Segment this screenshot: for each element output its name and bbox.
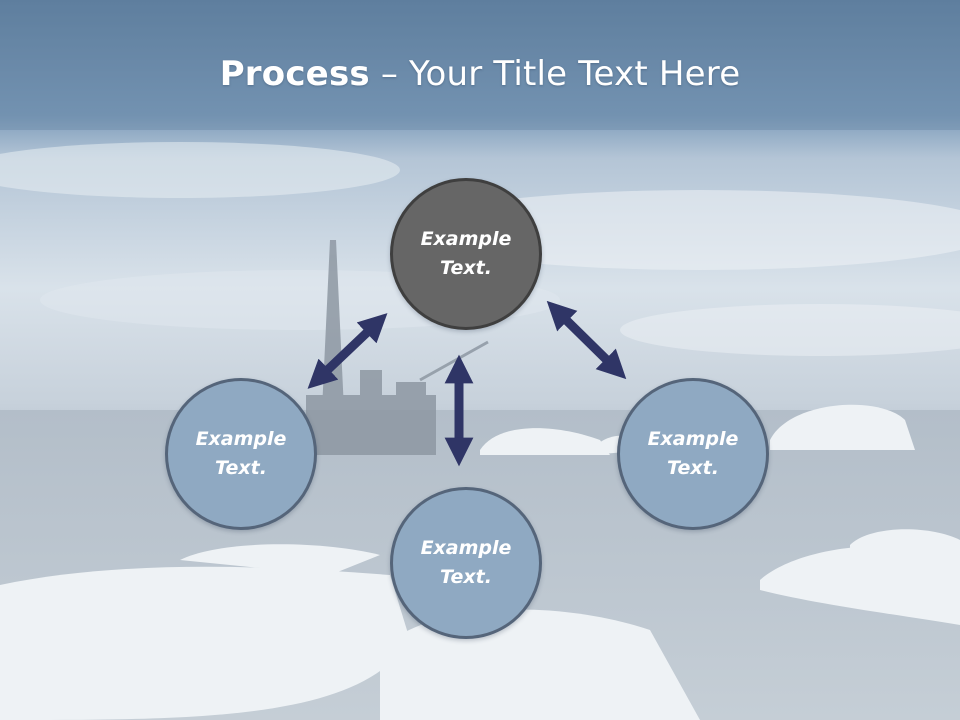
node-bottom-line2: Text. <box>440 566 492 588</box>
node-right-line1: Example <box>647 428 739 450</box>
node-top-line1: Example <box>420 228 512 250</box>
slide-title: Process – Your Title Text Here <box>0 52 960 96</box>
process-node-left: Example Text. <box>165 378 317 530</box>
node-left-line2: Text. <box>215 457 267 479</box>
node-bottom-line1: Example <box>420 537 512 559</box>
node-left-line1: Example <box>195 428 287 450</box>
node-right-line2: Text. <box>667 457 719 479</box>
node-top-line2: Text. <box>440 257 492 279</box>
title-bold-part: Process <box>219 54 370 94</box>
process-node-bottom: Example Text. <box>390 487 542 639</box>
process-node-right: Example Text. <box>617 378 769 530</box>
title-rest-part: – Your Title Text Here <box>369 54 741 94</box>
process-node-top: Example Text. <box>390 178 542 330</box>
